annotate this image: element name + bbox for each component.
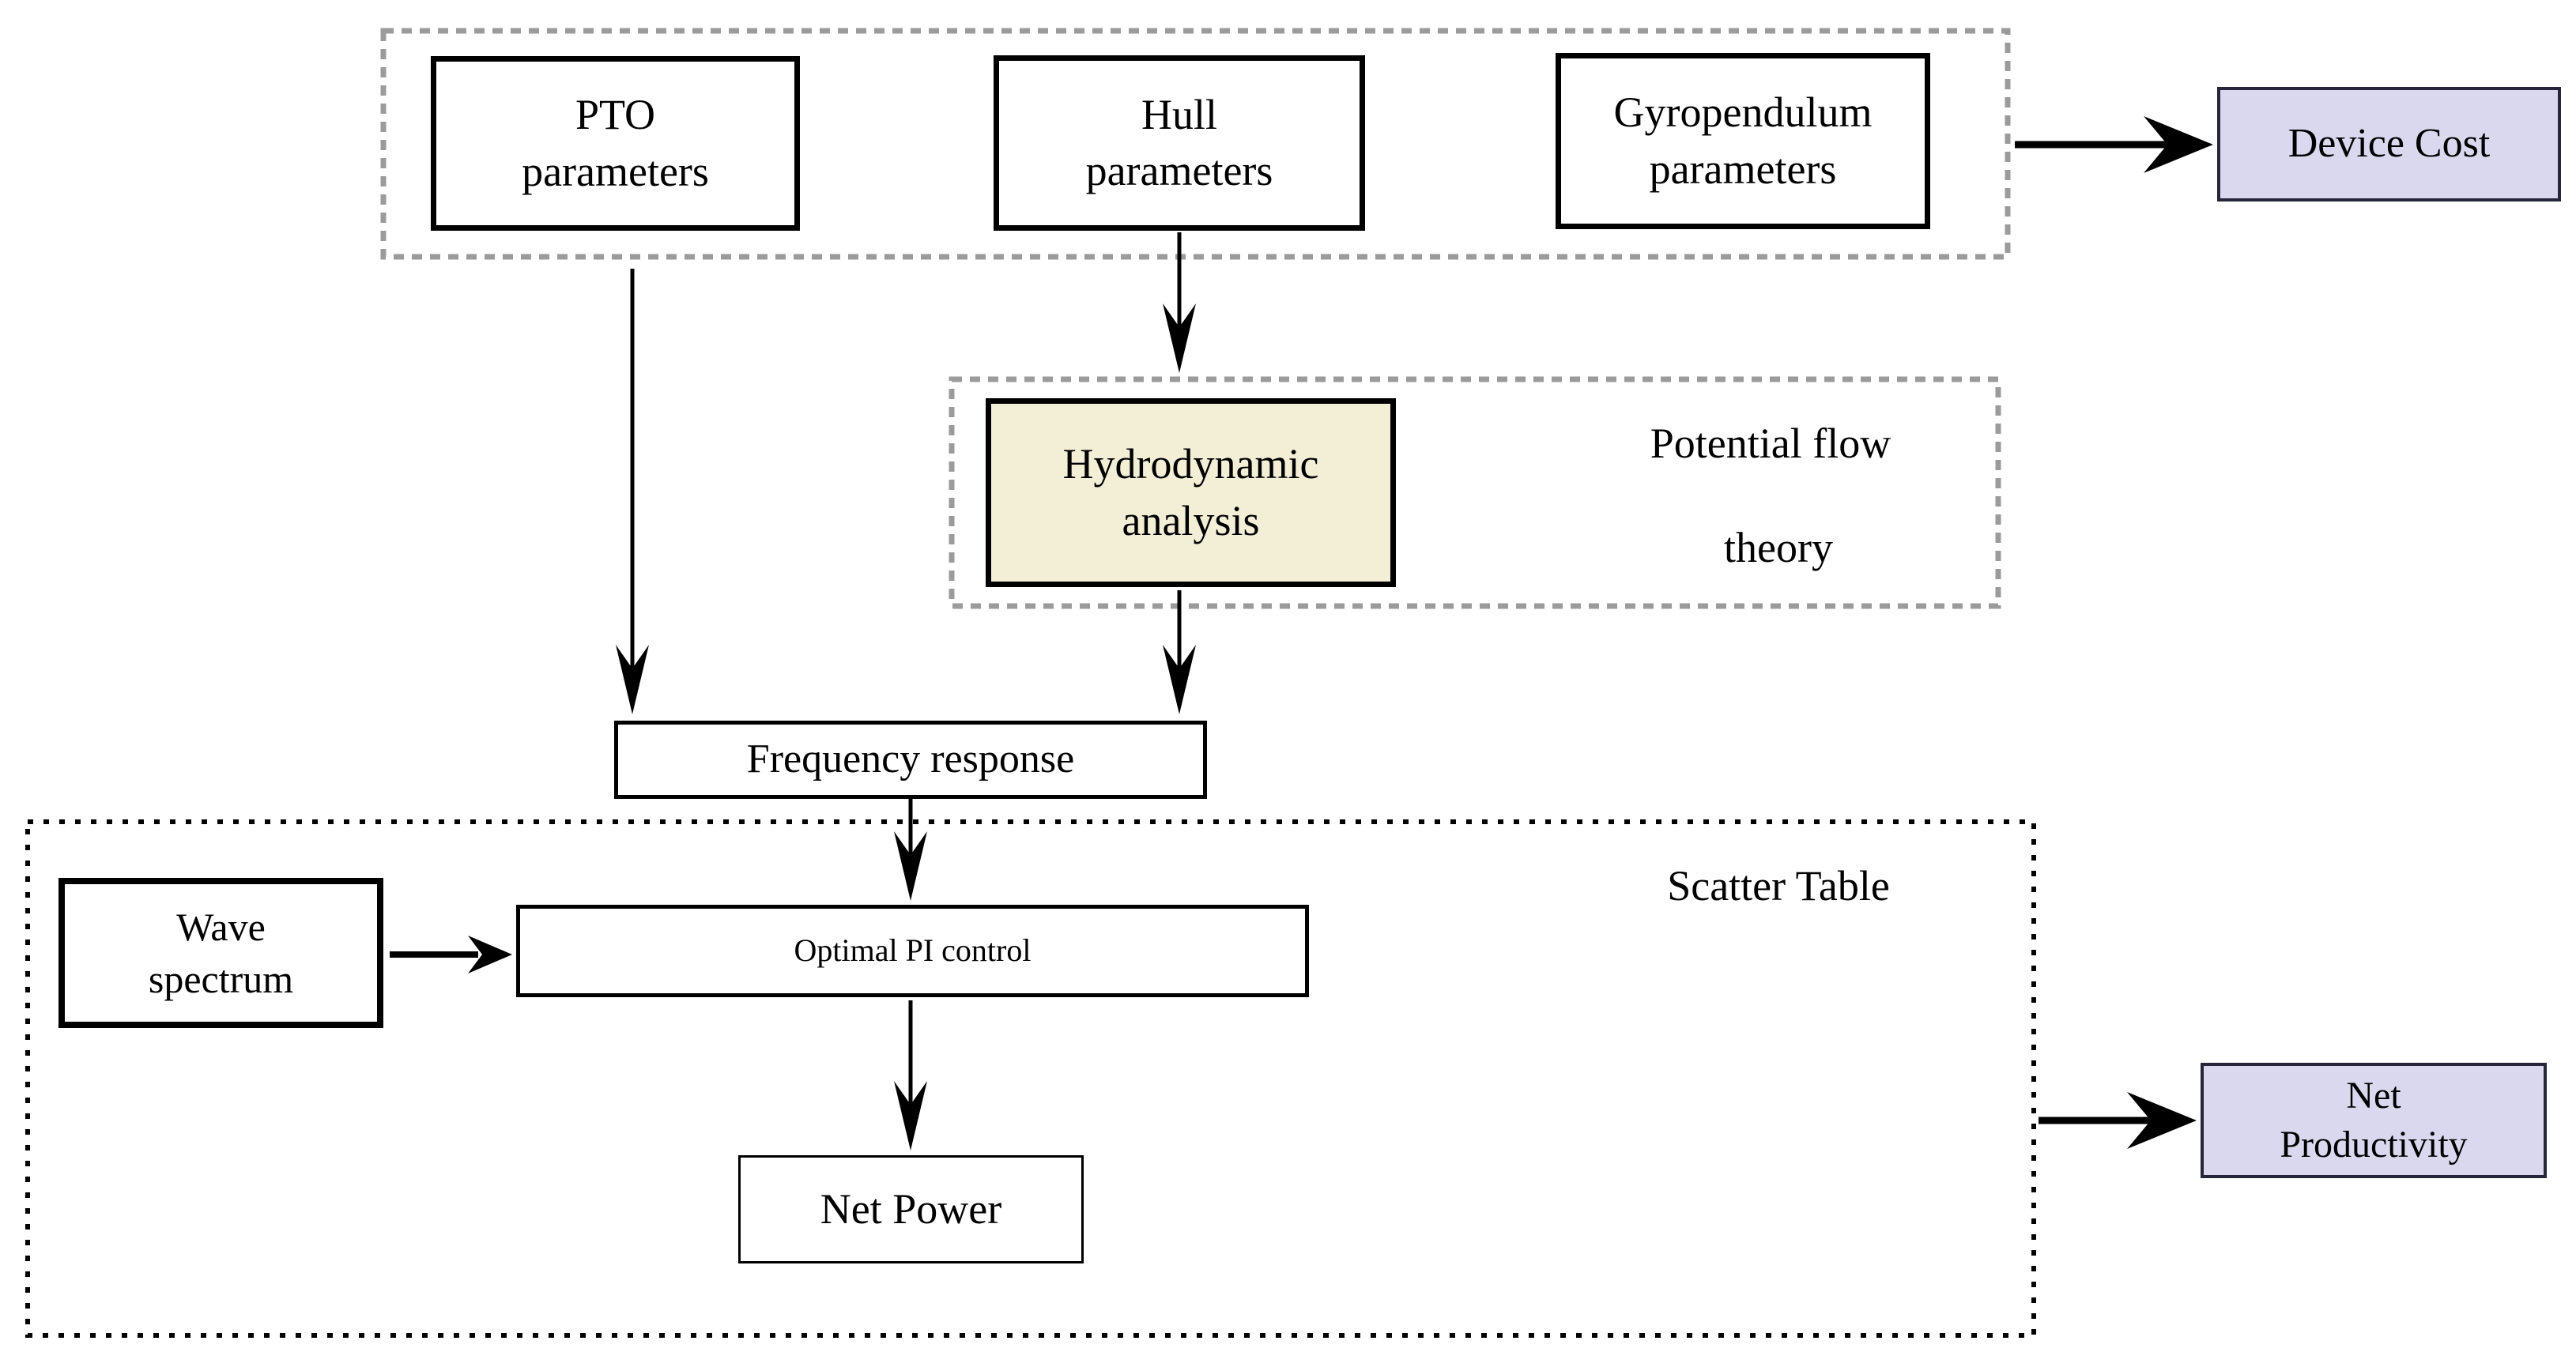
arrow-frequency-response-to-pi	[894, 799, 927, 901]
gyropendulum-parameters-box: Gyropendulum parameters	[1556, 53, 1930, 229]
gyropendulum-label-line1: Gyropendulum	[1613, 88, 1873, 137]
parameters-group-border	[380, 28, 2011, 260]
frequency-response-label: Frequency response	[746, 736, 1075, 782]
optimal-pi-control-label: Optimal PI control	[794, 932, 1032, 969]
arrow-pi-to-net-power	[894, 1000, 927, 1150]
net-productivity-label-line2: Productivity	[2280, 1124, 2468, 1166]
potential-flow-label-line2: theory	[1724, 524, 1833, 571]
hydrodynamic-analysis-box: Hydrodynamic analysis	[986, 398, 1396, 587]
arrow-hull-to-hydrodynamic	[1163, 232, 1196, 373]
potential-flow-label-line1: Potential flow	[1650, 420, 1891, 467]
arrow-hydrodynamic-to-frequency-response	[1163, 590, 1196, 714]
arrow-scatter-to-net-productivity	[2039, 1092, 2197, 1149]
pto-label-line1: PTO	[575, 91, 656, 139]
hydrodynamic-label-line1: Hydrodynamic	[1062, 440, 1319, 488]
arrow-pto-to-frequency-response	[616, 269, 649, 714]
optimal-pi-control-box: Optimal PI control	[516, 905, 1309, 997]
pto-label-line2: parameters	[522, 147, 709, 195]
device-cost-box: Device Cost	[2217, 87, 2561, 201]
pto-parameters-box: PTO parameters	[431, 56, 800, 231]
hull-label-line2: parameters	[1085, 147, 1273, 194]
hull-parameters-box: Hull parameters	[994, 55, 1365, 231]
hydrodynamic-label-line2: analysis	[1122, 496, 1260, 544]
frequency-response-box: Frequency response	[614, 721, 1207, 799]
scatter-table-label: Scatter Table	[1667, 862, 1890, 909]
wave-spectrum-box: Wave spectrum	[58, 878, 383, 1028]
net-productivity-label-line1: Net	[2346, 1074, 2401, 1117]
net-productivity-box: Net Productivity	[2201, 1063, 2547, 1178]
device-cost-label: Device Cost	[2287, 121, 2491, 167]
gyropendulum-label-line2: parameters	[1649, 145, 1837, 193]
net-power-label: Net Power	[820, 1184, 1002, 1233]
wave-spectrum-label-line2: spectrum	[148, 957, 294, 1001]
arrow-wave-to-pi	[390, 936, 512, 973]
wave-spectrum-label-line1: Wave	[176, 905, 266, 949]
arrow-parameters-to-device-cost	[2015, 116, 2213, 173]
hull-label-line1: Hull	[1141, 90, 1217, 138]
scatter-table-group-border	[25, 819, 2036, 1338]
net-power-box: Net Power	[738, 1155, 1084, 1263]
